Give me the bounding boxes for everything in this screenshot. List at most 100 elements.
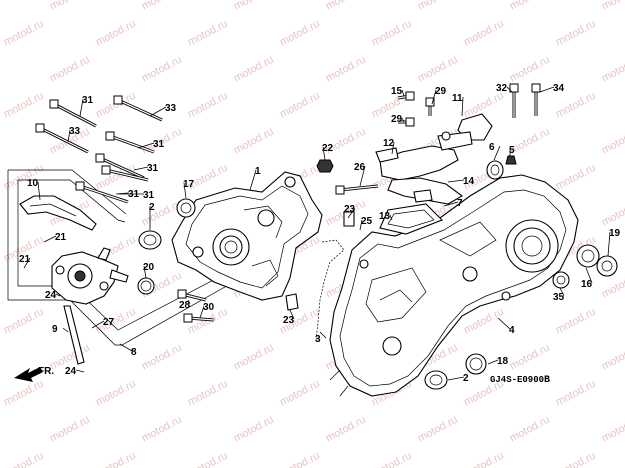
watermark-text: motod.ru xyxy=(508,342,552,373)
part-number-label: 25 xyxy=(361,216,373,227)
part-number-label: 30 xyxy=(203,302,215,313)
watermark-text: motod.ru xyxy=(186,90,230,121)
bolt-head xyxy=(335,185,345,195)
watermark-text: motod.ru xyxy=(140,54,184,85)
front-arrow-icon xyxy=(14,367,43,382)
bolt-head xyxy=(95,153,105,163)
callout-leader-line xyxy=(359,165,366,187)
dowel-pin-23-left xyxy=(285,293,299,311)
bolt-shaft-highlight xyxy=(39,127,89,153)
callout-leader-line xyxy=(539,86,555,93)
callout-leader-line xyxy=(75,369,85,373)
watermark-text: motod.ru xyxy=(94,18,138,49)
watermark-text: motod.ru xyxy=(94,450,138,468)
part-number-label: 31 xyxy=(82,95,94,106)
part-number-label: 29 xyxy=(391,114,403,125)
right-crankcase-half xyxy=(329,174,579,397)
part-number-label: 13 xyxy=(379,211,391,222)
callout-leader-line xyxy=(115,192,130,195)
part-number-label: 12 xyxy=(383,138,395,149)
bolt-shaft-highlight xyxy=(99,157,145,179)
callout-leader-line xyxy=(559,287,565,297)
part-number-label: 2 xyxy=(149,202,155,213)
seal-18-inner xyxy=(469,357,483,371)
part-number-label: 2 xyxy=(463,373,469,384)
part-number-label: 27 xyxy=(103,317,115,328)
dowel-pin-23-right xyxy=(343,211,355,227)
part-number-label: 17 xyxy=(183,179,195,190)
bearing-35-inner xyxy=(556,275,566,285)
bolt-head xyxy=(75,181,85,191)
watermark-text: motod.ru xyxy=(2,18,46,49)
callout-leader-line xyxy=(359,219,363,231)
part-number-label: 7 xyxy=(457,198,463,209)
watermark-text: motod.ru xyxy=(278,450,322,468)
watermark-text: motod.ru xyxy=(416,0,460,13)
part-number-label: 21 xyxy=(19,254,31,265)
bolt-head xyxy=(405,117,415,127)
callout-leader-line xyxy=(149,106,167,117)
front-direction-indicator: FR. xyxy=(14,366,54,382)
watermark-text: motod.ru xyxy=(600,54,625,85)
watermark-text: motod.ru xyxy=(232,414,276,445)
bearing-2-right xyxy=(424,370,448,390)
bolt-group xyxy=(35,83,541,323)
part-number-label: 24 xyxy=(65,366,77,377)
bolt-head xyxy=(177,289,187,299)
callout-leader-line xyxy=(79,98,84,117)
part-number-label: 33 xyxy=(69,126,81,137)
bolt-head xyxy=(105,131,115,141)
o-ring-20-inner xyxy=(140,280,152,292)
watermark-text: motod.ru xyxy=(94,306,138,337)
part-number-label: 15 xyxy=(391,86,403,97)
callout-leader-line xyxy=(607,231,611,257)
bolt-head xyxy=(35,123,45,133)
bolt-shaft-highlight xyxy=(53,103,97,127)
crankcase-gasket xyxy=(315,239,345,341)
part-number-label: 20 xyxy=(143,262,155,273)
seal-18 xyxy=(465,353,487,375)
part-number-label: 18 xyxy=(497,356,509,367)
callout-leader-line xyxy=(493,145,501,161)
part-number-label: 6 xyxy=(489,142,495,153)
watermark-text: motod.ru xyxy=(232,342,276,373)
callout-leader-line xyxy=(183,182,187,199)
bolt-shaft-highlight xyxy=(339,185,379,191)
watermark-text: motod.ru xyxy=(554,162,598,193)
callout-leader-line xyxy=(431,89,437,105)
watermark-text: motod.ru xyxy=(278,90,322,121)
callout-leader-line xyxy=(43,235,57,243)
oil-pump-bracket-assembly xyxy=(375,113,493,235)
part-number-label: 35 xyxy=(553,292,565,303)
callout-leader-line xyxy=(23,257,31,269)
watermark-text: motod.ru xyxy=(554,18,598,49)
callout-leader-line xyxy=(585,267,593,284)
callout-leader-line xyxy=(62,327,69,333)
part-number-label: 22 xyxy=(322,143,334,154)
watermark-text: motod.ru xyxy=(2,306,46,337)
watermark-text: motod.ru xyxy=(600,414,625,445)
callout-leader-line xyxy=(119,343,133,352)
callout-leader-line xyxy=(133,166,149,171)
part-number-label: 14 xyxy=(463,176,475,187)
part-number-label: 16 xyxy=(581,279,593,290)
watermark-text: motod.ru xyxy=(416,414,460,445)
callout-leader-line xyxy=(319,331,327,339)
part-number-label: 19 xyxy=(609,228,621,239)
watermark-text: motod.ru xyxy=(2,162,46,193)
bearing-35 xyxy=(552,271,570,289)
watermark-text: motod.ru xyxy=(462,450,506,468)
seal-19 xyxy=(596,255,618,277)
nut-22 xyxy=(316,159,334,173)
callout-leader-line xyxy=(506,86,513,93)
bolt-shaft-highlight xyxy=(79,185,129,203)
callout-leader-line xyxy=(37,181,41,201)
bolt-shaft-highlight xyxy=(109,135,155,153)
part-number-label: 23 xyxy=(283,315,295,326)
bolt-head xyxy=(531,83,541,93)
watermark-text: motod.ru xyxy=(48,54,92,85)
watermark-text: motod.ru xyxy=(600,342,625,373)
callout-leader-line xyxy=(443,201,459,207)
water-pump xyxy=(51,247,129,305)
